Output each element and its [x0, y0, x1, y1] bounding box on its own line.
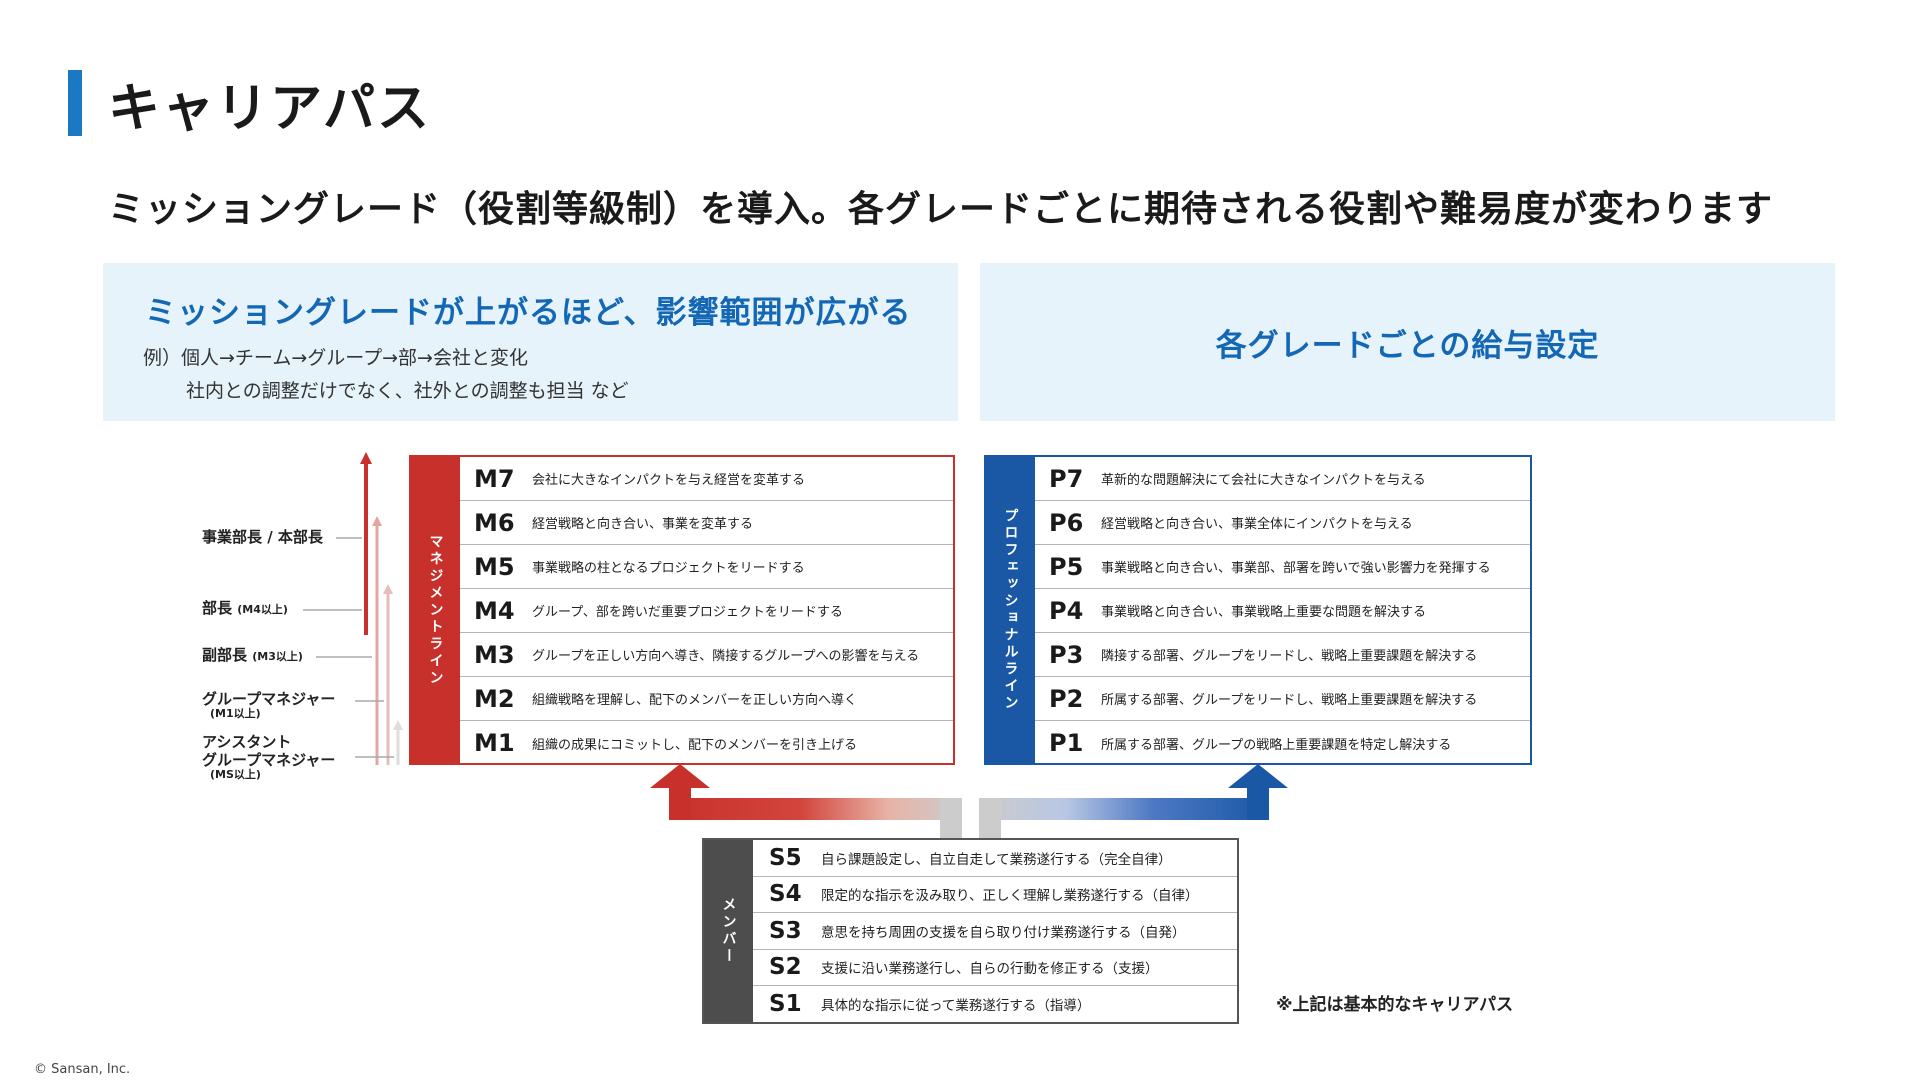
professional-line-label: プロフェッショナルライン [986, 457, 1035, 763]
grade-row: P2 所属する部署、グループをリードし、戦略上重要課題を解決する [1035, 677, 1530, 721]
grade-code: M1 [474, 729, 515, 757]
grade-desc: 革新的な問題解決にて会社に大きなインパクトを与える [1101, 473, 1426, 488]
grade-desc: 事業戦略の柱となるプロジェクトをリードする [532, 561, 805, 576]
grade-desc: 事業戦略と向き合い、事業部、部署を跨いで強い影響力を発揮する [1101, 561, 1491, 576]
grade-code: P6 [1049, 508, 1084, 537]
grade-desc: 具体的な指示に従って業務遂行する（指導） [821, 998, 1091, 1015]
influence-example-2: 社内との調整だけでなく、社外との調整も担当 など [186, 380, 629, 402]
role-department-head-note: (M4以上) [237, 603, 288, 616]
grade-desc: 組織の成果にコミットし、配下のメンバーを引き上げる [532, 737, 858, 753]
role-deputy-head: 副部長 (M3以上) [202, 646, 303, 666]
title-accent-bar [68, 70, 82, 136]
influence-panel: ミッショングレードが上がるほど、影響範囲が広がる 例）個人→チーム→グループ→部… [103, 263, 958, 421]
grade-row: S5 自ら課題設定し、自立自走して業務遂行する（完全自律） [753, 840, 1237, 877]
grade-row: P7 革新的な問題解決にて会社に大きなインパクトを与える [1035, 457, 1530, 501]
grade-row: S2 支援に沿い業務遂行し、自らの行動を修正する（支援） [753, 950, 1237, 986]
grade-row: M1 組織の成果にコミットし、配下のメンバーを引き上げる [460, 721, 953, 765]
influence-heading: ミッショングレードが上がるほど、影響範囲が広がる [145, 295, 912, 331]
management-grades: M7 会社に大きなインパクトを与え経営を変革する M6 経営戦略と向き合い、事業を変… [460, 457, 953, 763]
grade-row: P5 事業戦略と向き合い、事業部、部署を跨いで強い影響力を発揮する [1035, 545, 1530, 589]
management-line-box: マネジメントライン M7 会社に大きなインパクトを与え経営を変革する M6 経営戦略… [409, 455, 955, 765]
grade-code: P2 [1049, 684, 1084, 713]
grade-code: P1 [1049, 729, 1084, 757]
role-group-manager-label: グループマネジャー [202, 690, 336, 708]
member-line-box: メンバー S5 自ら課題設定し、自立自走して業務遂行する（完全自律） S4 限定的な… [702, 838, 1239, 1024]
page-title: キャリアパス [108, 79, 431, 139]
professional-line-box: プロフェッショナルライン P7 革新的な問題解決にて会社に大きなインパクトを与える… [984, 455, 1532, 765]
grade-row: M6 経営戦略と向き合い、事業を変革する [460, 501, 953, 545]
grade-code: M3 [474, 640, 515, 669]
role-assistant-label-2: グループマネジャー [202, 751, 336, 769]
grade-desc: 隣接する部署、グループをリードし、戦略上重要課題を解決する [1101, 649, 1478, 664]
role-ladder-arrows [303, 452, 403, 765]
grade-desc: 限定的な指示を汲み取り、正しく理解し業務遂行する（自律） [821, 888, 1199, 905]
arrow-to-professional [979, 764, 1288, 838]
member-grades: S5 自ら課題設定し、自立自走して業務遂行する（完全自律） S4 限定的な指示を汲み… [753, 840, 1237, 1022]
grade-row: M5 事業戦略の柱となるプロジェクトをリードする [460, 545, 953, 589]
grade-row: P4 事業戦略と向き合い、事業戦略上重要な問題を解決する [1035, 589, 1530, 633]
grade-code: S3 [769, 917, 802, 944]
grade-desc: 自ら課題設定し、自立自走して業務遂行する（完全自律） [821, 851, 1172, 868]
grade-desc: 事業戦略と向き合い、事業戦略上重要な問題を解決する [1101, 605, 1427, 620]
grade-code: M6 [474, 508, 515, 537]
copyright: © Sansan, Inc. [34, 1062, 131, 1077]
grade-code: S5 [769, 844, 802, 871]
grade-desc: 支援に沿い業務遂行し、自らの行動を修正する（支援） [821, 961, 1159, 978]
grade-desc: 組織戦略を理解し、配下のメンバーを正しい方向へ導く [532, 693, 858, 708]
footnote: ※上記は基本的なキャリアパス [1276, 995, 1514, 1015]
role-assistant-note: (MS以上) [210, 768, 261, 781]
role-division-head-label: 事業部長 / 本部長 [202, 528, 323, 546]
grade-row: P3 隣接する部署、グループをリードし、戦略上重要課題を解決する [1035, 633, 1530, 677]
role-department-head: 部長 (M4以上) [202, 599, 288, 619]
grade-code: S1 [769, 991, 802, 1018]
grade-desc: 会社に大きなインパクトを与え経営を変革する [532, 473, 806, 488]
professional-grades: P7 革新的な問題解決にて会社に大きなインパクトを与える P6 経営戦略と向き合い、… [1035, 457, 1530, 763]
page-subtitle: ミッショングレード（役割等級制）を導入。各グレードごとに期待される役割や難易度が… [108, 189, 1774, 230]
grade-code: P4 [1049, 596, 1084, 625]
grade-desc: 意思を持ち周囲の支援を自ら取り付け業務遂行する（自発） [821, 924, 1186, 941]
grade-code: P5 [1049, 552, 1084, 581]
grade-code: M2 [474, 684, 515, 713]
role-deputy-head-note: (M3以上) [252, 650, 303, 663]
role-division-head: 事業部長 / 本部長 [202, 528, 323, 546]
grade-code: M7 [474, 464, 515, 493]
role-department-head-label: 部長 [202, 599, 233, 617]
role-assistant-group-manager: アシスタント グループマネジャー (MS以上) [202, 733, 335, 781]
grade-row: S3 意思を持ち周囲の支援を自ら取り付け業務遂行する（自発） [753, 913, 1237, 950]
grade-desc: 経営戦略と向き合い、事業全体にインパクトを与える [1101, 517, 1413, 532]
grade-code: M4 [474, 596, 515, 625]
grade-code: P7 [1049, 464, 1084, 493]
grade-row: M3 グループを正しい方向へ導き、隣接するグループへの影響を与える [460, 633, 953, 677]
grade-row: M4 グループ、部を跨いだ重要プロジェクトをリードする [460, 589, 953, 633]
grade-row: S4 限定的な指示を汲み取り、正しく理解し業務遂行する（自律） [753, 877, 1237, 913]
grade-code: M5 [474, 552, 515, 581]
role-assistant-label: アシスタント [202, 733, 292, 751]
grade-row: P1 所属する部署、グループの戦略上重要課題を特定し解決する [1035, 721, 1530, 765]
salary-panel: 各グレードごとの給与設定 [980, 263, 1835, 421]
grade-row: S1 具体的な指示に従って業務遂行する（指導） [753, 986, 1237, 1023]
grade-desc: 所属する部署、グループをリードし、戦略上重要課題を解決する [1101, 693, 1478, 708]
role-group-manager: グループマネジャー (M1以上) [202, 690, 335, 720]
management-line-label: マネジメントライン [411, 457, 460, 763]
role-group-manager-note: (M1以上) [210, 707, 261, 720]
grade-desc: 所属する部署、グループの戦略上重要課題を特定し解決する [1101, 737, 1452, 753]
salary-heading: 各グレードごとの給与設定 [1215, 327, 1600, 364]
role-deputy-head-label: 副部長 [202, 646, 248, 664]
grade-row: P6 経営戦略と向き合い、事業全体にインパクトを与える [1035, 501, 1530, 545]
influence-example-1: 例）個人→チーム→グループ→部→会社と変化 [143, 347, 528, 369]
grade-row: M2 組織戦略を理解し、配下のメンバーを正しい方向へ導く [460, 677, 953, 721]
grade-code: S2 [769, 954, 802, 981]
member-line-label: メンバー [704, 840, 753, 1022]
grade-desc: グループ、部を跨いだ重要プロジェクトをリードする [532, 605, 843, 620]
grade-row: M7 会社に大きなインパクトを与え経営を変革する [460, 457, 953, 501]
grade-desc: グループを正しい方向へ導き、隣接するグループへの影響を与える [532, 649, 920, 664]
grade-desc: 経営戦略と向き合い、事業を変革する [532, 517, 754, 532]
grade-code: P3 [1049, 640, 1084, 669]
arrow-to-management [650, 764, 962, 838]
grade-code: S4 [769, 881, 802, 908]
